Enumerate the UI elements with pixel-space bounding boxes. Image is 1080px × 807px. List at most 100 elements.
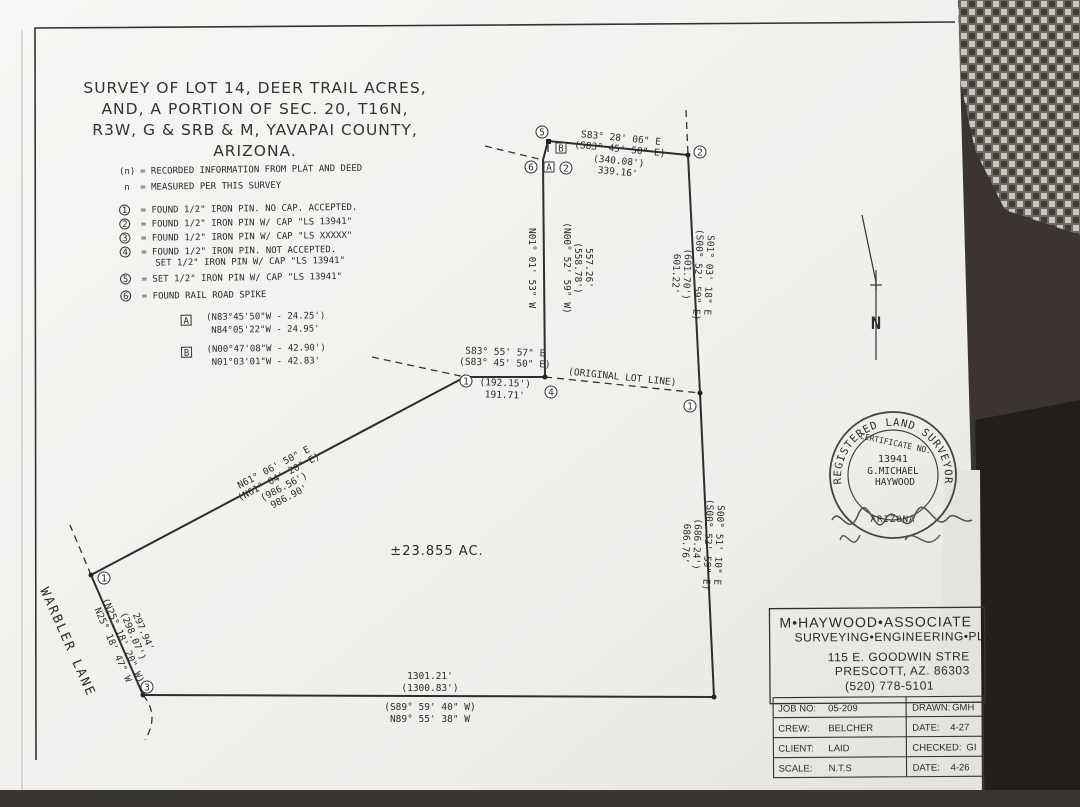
- seal-state: ARIZONA: [871, 515, 916, 525]
- legend-recorded-text: = RECORDED INFORMATION FROM PLAT AND DEE…: [140, 164, 362, 177]
- company-address-1: 115 E. GOODWIN STRE: [828, 649, 970, 664]
- title-line-1: SURVEY OF LOT 14, DEER TRAIL ACRES,: [83, 79, 426, 97]
- survey-paper: [0, 0, 982, 807]
- extension-line-west: [371, 356, 466, 378]
- dashed-lines: [69, 109, 701, 741]
- title-line-2: AND, A PORTION OF SEC. 20, T16N,: [101, 100, 408, 118]
- title-block: M•HAYWOOD•ASSOCIATE SURVEYING•ENGINEERIN…: [768, 606, 993, 779]
- company-address-2: PRESCOTT, AZ. 86303: [835, 663, 970, 678]
- legend-marker-6-text: = FOUND RAIL ROAD SPIKE: [142, 290, 267, 302]
- job-no-value: 05-209: [828, 703, 858, 714]
- legend-marker-5-num: 5: [123, 275, 129, 285]
- inner-west-labels: N01° 01' 53" W: [526, 228, 537, 308]
- east-lower-recorded-distance: (686.24'): [690, 518, 703, 570]
- north-arrow-label: N: [871, 314, 881, 334]
- seal-name-2: HAYWOOD: [875, 477, 915, 488]
- legend-marker-5-text: = SET 1/2" IRON PIN W/ CAP "LS 13941": [141, 272, 342, 285]
- inner-west-recorded-distance: (558.78'): [572, 242, 583, 293]
- north-boundary-line: [547, 140, 689, 156]
- mls-watermark: ©2021 PAAR MLS: [4, 764, 155, 784]
- north-recorded-distance: (340.08'): [593, 153, 645, 169]
- bottom-strip: [0, 790, 1080, 807]
- legend-box-b-recorded: (N00°47'08"W - 42.90'): [206, 343, 325, 355]
- woven-placemat: [955, 0, 1080, 235]
- client-label: CLIENT:: [778, 743, 813, 754]
- inner-west-boundary-line: [542, 159, 546, 378]
- middle-bearing: S83° 55' 57" E: [465, 346, 546, 360]
- company-name: M•HAYWOOD•ASSOCIATE: [779, 613, 972, 630]
- title-line-3: R3W, G & SRB & M, YAVAPAI COUNTY,: [92, 121, 418, 139]
- surveyor-signature: [831, 506, 973, 526]
- south-recorded-distance: (1300.83'): [401, 683, 458, 694]
- company-phone: (520) 778-5101: [845, 679, 934, 694]
- survey-title: SURVEY OF LOT 14, DEER TRAIL ACRES, AND,…: [83, 79, 426, 160]
- south-bearing: N89° 55' 38" W: [390, 714, 470, 725]
- legend-measured-symbol: n: [124, 183, 130, 193]
- date-2-label: DATE:: [913, 763, 940, 774]
- legend-marker-6-num: 6: [123, 292, 129, 302]
- legend-box-a-recorded: (N83°45'50"W - 24.25'): [206, 311, 325, 323]
- legend-box-b-letter: B: [184, 349, 190, 359]
- east-upper-recorded-distance: (601.70'): [680, 248, 693, 300]
- legend-box-a-letter: A: [183, 317, 189, 327]
- table-shadow: [975, 400, 1080, 807]
- north-arrow: N: [861, 214, 882, 360]
- legend-recorded-symbol: (n): [119, 167, 135, 177]
- drawn-label: DRAWN:: [912, 702, 950, 713]
- seal-name-1: G.MICHAEL: [867, 466, 919, 477]
- legend-marker-2-num: 2: [122, 220, 128, 230]
- east-upper-labels: S01° 03' 18" E (S00° 52' 59" E) (601.70'…: [669, 229, 716, 321]
- legend-measured-text: = MEASURED PER THIS SURVEY: [140, 181, 282, 193]
- road-curve: [142, 694, 153, 741]
- legend-marker-1-text: = FOUND 1/2" IRON PIN. NO CAP. ACCEPTED.: [141, 203, 358, 216]
- seal-number: 13941: [878, 454, 908, 465]
- extension-line-ne: [685, 109, 689, 156]
- east-upper-recorded-bearing: (S00° 52' 59" E): [690, 229, 705, 321]
- east-upper-distance: 601.22': [669, 253, 682, 293]
- east-lower-distance: 686.76': [679, 523, 692, 564]
- east-lower-labels: S00° 51' 10" E (S00° 52' 59" E) (686.24'…: [679, 499, 726, 591]
- marker-1-west-label: 1: [101, 574, 107, 585]
- legend-marker-3-text: = FOUND 1/2" IRON PIN W/ CAP "LS XXXXX": [141, 231, 352, 244]
- marker-6-label: 6: [528, 163, 534, 174]
- drawn-value: GMH: [952, 702, 974, 713]
- diagonal-boundary-line: [90, 376, 466, 576]
- north-distance: 339.16': [597, 165, 638, 180]
- crew-value: BELCHER: [828, 723, 873, 734]
- marker-4-label: 4: [548, 388, 554, 399]
- west-boundary-line: [90, 574, 144, 696]
- marker-1-east-label: 1: [687, 402, 693, 413]
- company-services: SURVEYING•ENGINEERING•PLA: [795, 629, 993, 644]
- south-recorded-bearing: (S89° 59' 40" W): [384, 702, 476, 713]
- legend-marker-2-text: = FOUND 1/2" IRON PIN W/ CAP "LS 13941": [141, 217, 352, 230]
- parcel-boundary: [90, 140, 715, 698]
- marker-1-middle-label: 1: [463, 377, 469, 388]
- date-value: 4-27: [950, 722, 969, 733]
- checked-value: GI: [966, 742, 976, 753]
- marker-b-label: B: [558, 144, 564, 155]
- checked-label: CHECKED:: [912, 742, 961, 753]
- east-boundary-upper: [687, 154, 701, 394]
- monument-markers: 5 2 B 6 A 2 1 4 1 1 3: [88, 125, 717, 700]
- legend: (n) = RECORDED INFORMATION FROM PLAT AND…: [119, 164, 362, 368]
- legend-marker-4-text2: SET 1/2" IRON PIN W/ CAP "LS 13941": [155, 256, 345, 269]
- legend-marker-3-num: 3: [122, 234, 128, 244]
- legend-marker-4-text: = FOUND 1/2" IRON PIN. NOT ACCEPTED.: [141, 245, 336, 258]
- middle-recorded-distance: (192.15'): [479, 377, 531, 390]
- tie-line: [542, 140, 549, 161]
- marker-3-label: 3: [144, 683, 150, 694]
- east-upper-bearing: S01° 03' 18" E: [701, 235, 715, 316]
- client-value: LAID: [828, 743, 849, 754]
- date-2-value: 4-26: [951, 762, 970, 773]
- legend-marker-1-num: 1: [122, 206, 128, 216]
- marker-a-label: A: [546, 163, 552, 174]
- inner-west-labels-east: (N00° 52' 59" W) (558.78') 557.26': [561, 222, 594, 314]
- marker-2-ne-label: 2: [697, 148, 703, 159]
- legend-box-a-measured: N84°05'22"W - 24.95': [211, 324, 320, 336]
- marker-5-label: 5: [539, 128, 545, 139]
- south-distance: 1301.21': [407, 671, 453, 682]
- middle-recorded-bearing: (S83° 45' 50" E): [459, 356, 551, 370]
- title-line-4: ARIZONA.: [213, 142, 297, 160]
- east-lower-bearing: S00° 51' 10" E: [711, 505, 726, 586]
